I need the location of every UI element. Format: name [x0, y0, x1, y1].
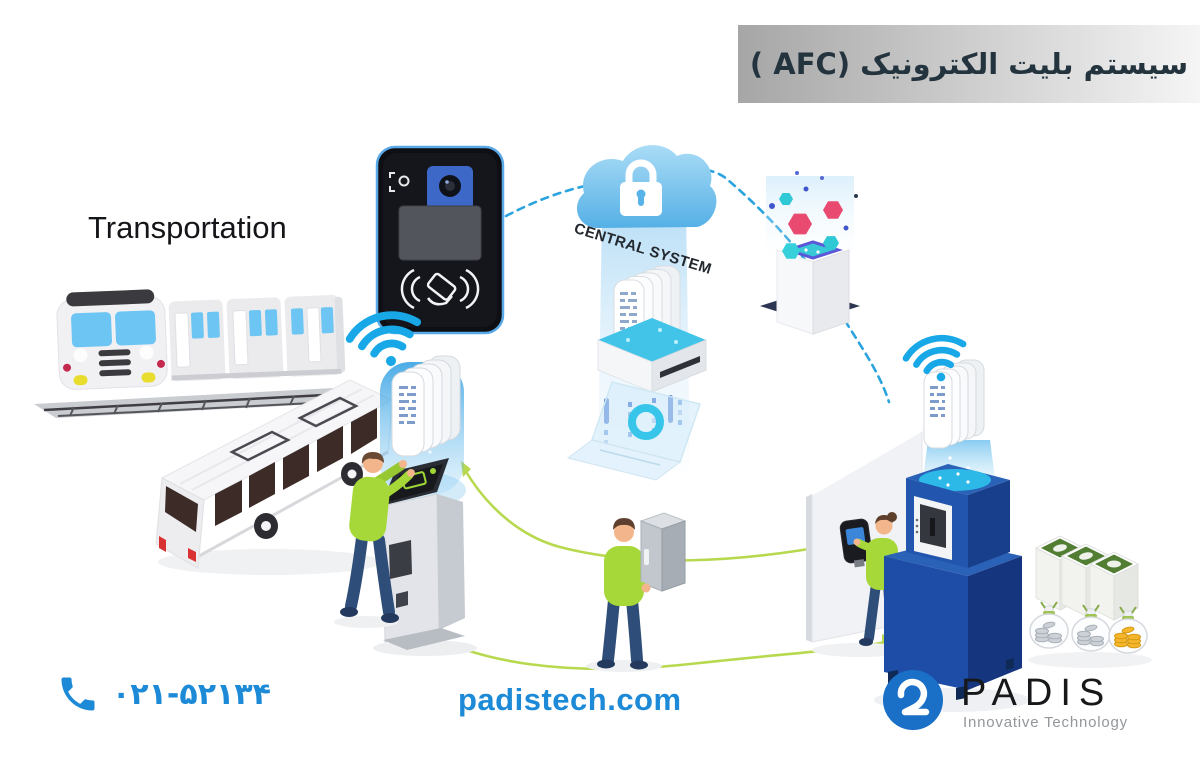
edge-server-icon: [391, 355, 461, 457]
tap-card-icon: [400, 268, 480, 310]
equipment-cabinet: [639, 512, 687, 592]
brand-logo-block: PADIS Innovative Technology: [878, 664, 1178, 764]
gate-and-vending-station: [806, 334, 1030, 712]
banner-title: سیستم بلیت الکترونیک (AFC ): [749, 47, 1189, 81]
gem-particles: [769, 171, 858, 259]
central-system-illustration: [566, 145, 717, 481]
technician-carrying-cabinet: [586, 512, 687, 672]
transportation-label: Transportation: [88, 210, 287, 245]
phone-icon: [61, 677, 95, 711]
ticket-kiosk-station: [334, 311, 477, 656]
coin-bags: [1029, 601, 1148, 654]
banknote-stacks: [1034, 535, 1140, 621]
ticket-kiosk: [381, 458, 465, 650]
edge-server-icon-right: [923, 359, 985, 449]
phone-number: ۰۲۱-۵۲۱۳۴: [112, 676, 271, 712]
brand-name: PADIS: [961, 672, 1113, 714]
wifi-icon: [345, 311, 422, 367]
scan-icon: [389, 172, 410, 192]
ticket-vending-machine: [884, 464, 1022, 700]
wifi-icon-right: [902, 334, 967, 382]
metro-train-illustration: [34, 289, 356, 418]
website-url: padistech.com: [458, 682, 682, 717]
brand-tagline: Innovative Technology: [963, 714, 1128, 731]
camera-module: [427, 166, 473, 210]
cash-revenue-illustration: [1028, 535, 1152, 668]
laptop-illustration: [566, 381, 701, 481]
bus-illustration: [155, 379, 394, 575]
cloud-lock-icon: [576, 145, 717, 228]
padis-logo-mark-icon: [883, 670, 943, 730]
phone-contact: ۰۲۱-۵۲۱۳۴: [56, 672, 271, 716]
fare-validator-device: [375, 145, 505, 335]
passenger-at-kiosk: [334, 452, 415, 628]
data-pedestal-illustration: [760, 171, 860, 335]
title-banner: سیستم بلیت الکترونیک (AFC ): [738, 25, 1200, 103]
